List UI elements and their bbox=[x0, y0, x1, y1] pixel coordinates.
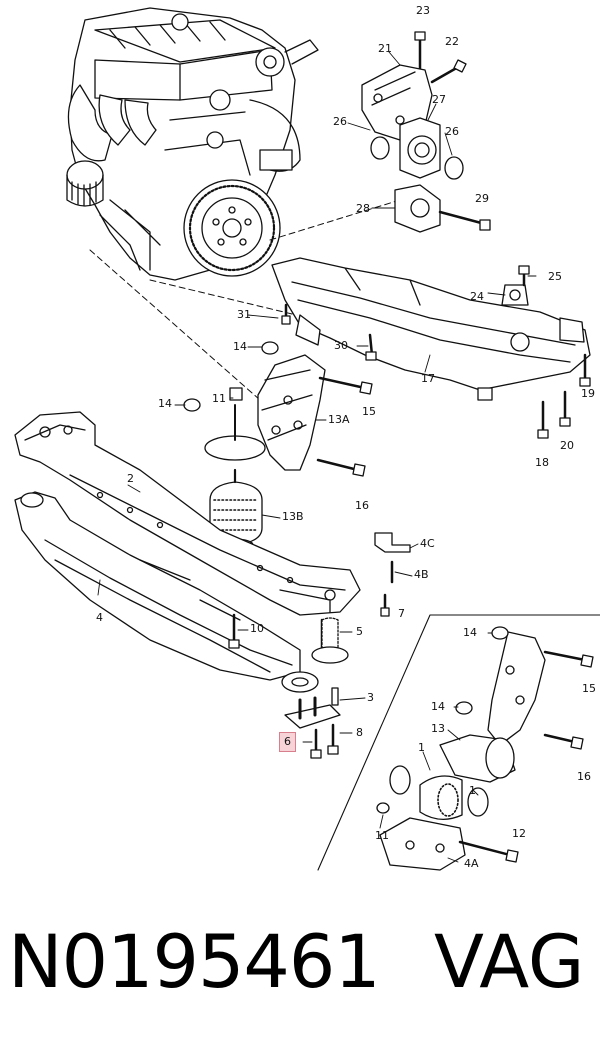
label-18: 18 bbox=[535, 456, 549, 469]
engine-block bbox=[66, 7, 401, 401]
label-21: 21 bbox=[378, 42, 392, 55]
label-4: 4 bbox=[96, 611, 103, 624]
label-14: 14 bbox=[431, 700, 445, 713]
part-number-caption: N0195461 bbox=[8, 920, 381, 1005]
label-2: 2 bbox=[127, 472, 134, 485]
label-15: 15 bbox=[582, 682, 596, 695]
label-10: 10 bbox=[250, 622, 264, 635]
label-4b: 4B bbox=[414, 568, 429, 581]
label-8: 8 bbox=[356, 726, 363, 739]
brand-caption: VAG bbox=[434, 920, 585, 1005]
label-22: 22 bbox=[445, 35, 459, 48]
label-13a: 13A bbox=[328, 413, 350, 426]
crossmember-4 bbox=[14, 491, 301, 681]
label-16: 16 bbox=[577, 770, 591, 783]
label-15: 15 bbox=[362, 405, 376, 418]
subframe-17 bbox=[271, 257, 591, 439]
label-3: 3 bbox=[367, 691, 374, 704]
inset-panel bbox=[317, 614, 600, 871]
highlighted-label-6: 6 bbox=[279, 732, 296, 752]
label-19: 19 bbox=[581, 387, 595, 400]
label-1: 1 bbox=[418, 741, 425, 754]
label-1: 1 bbox=[469, 784, 476, 797]
label-26: 26 bbox=[445, 125, 459, 138]
label-24: 24 bbox=[470, 290, 484, 303]
label-11: 11 bbox=[375, 829, 389, 842]
label-20: 20 bbox=[560, 439, 574, 452]
label-14: 14 bbox=[463, 626, 477, 639]
label-26: 26 bbox=[333, 115, 347, 128]
lower-mount-parts bbox=[228, 532, 411, 759]
bracket-13a bbox=[183, 341, 373, 477]
upper-engine-mount bbox=[361, 31, 491, 233]
label-14: 14 bbox=[158, 397, 172, 410]
label-30: 30 bbox=[334, 339, 348, 352]
crossmember-2 bbox=[14, 411, 361, 616]
label-25: 25 bbox=[548, 270, 562, 283]
label-31: 31 bbox=[237, 308, 251, 321]
leader-lines bbox=[97, 51, 537, 863]
label-11: 11 bbox=[212, 392, 226, 405]
label-14: 14 bbox=[233, 340, 247, 353]
label-7: 7 bbox=[398, 607, 405, 620]
label-29: 29 bbox=[475, 192, 489, 205]
label-17: 17 bbox=[421, 372, 435, 385]
label-13: 13 bbox=[431, 722, 445, 735]
label-4a: 4A bbox=[464, 857, 479, 870]
label-4c: 4C bbox=[420, 537, 435, 550]
label-27: 27 bbox=[432, 93, 446, 106]
label-12: 12 bbox=[512, 827, 526, 840]
label-28: 28 bbox=[356, 202, 370, 215]
label-5: 5 bbox=[356, 625, 363, 638]
label-16: 16 bbox=[355, 499, 369, 512]
label-23: 23 bbox=[416, 4, 430, 17]
label-13b: 13B bbox=[282, 510, 304, 523]
